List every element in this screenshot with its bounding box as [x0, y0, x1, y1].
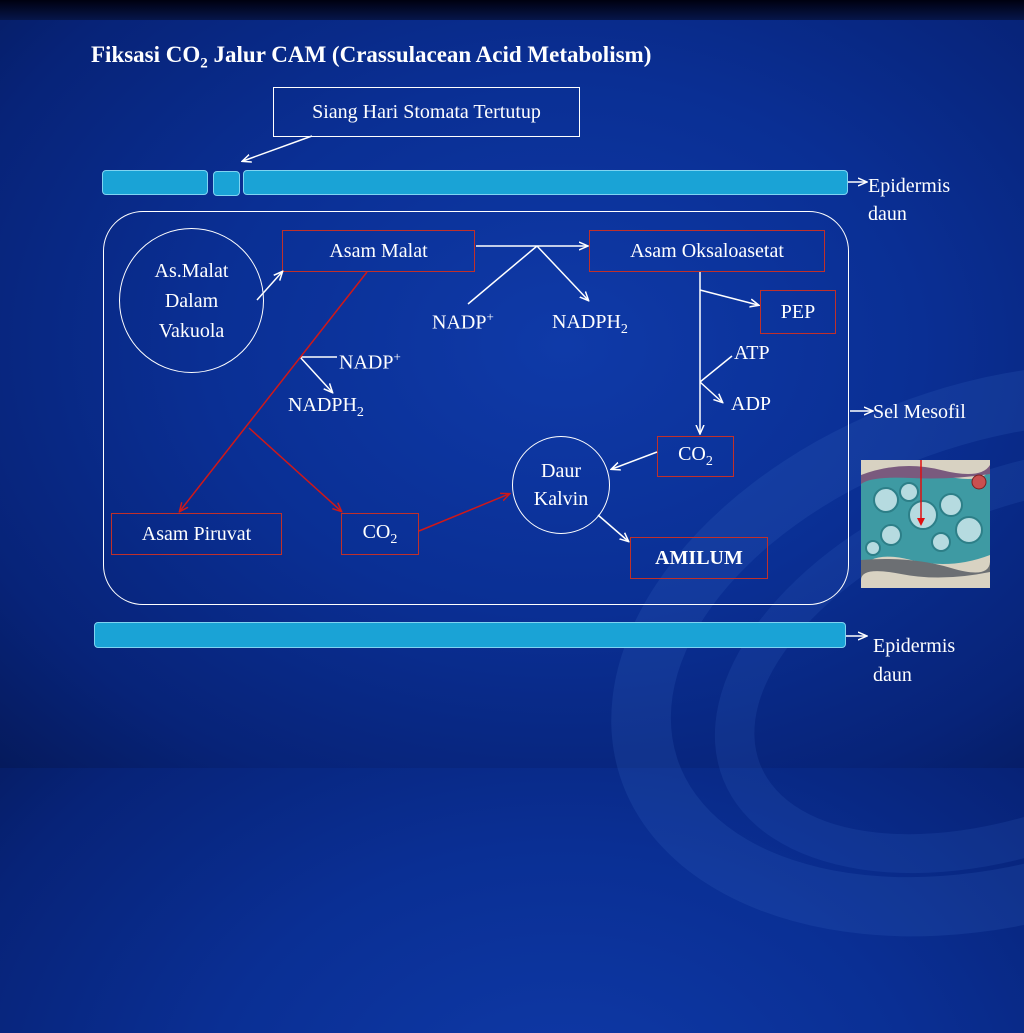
- stomata-label: Siang Hari Stomata Tertutup: [312, 100, 541, 123]
- daur-kalvin-line2: Kalvin: [533, 488, 589, 510]
- malat-to-piruvat-arrow: [180, 271, 368, 511]
- adp-branch-arrow: [699, 381, 722, 402]
- epidermis-bottom-bar: [94, 622, 846, 648]
- vacuole-line1: As.Malat: [154, 259, 229, 282]
- leaf-micrograph-drawing: [861, 460, 990, 588]
- epidermis-top-segment-right: [243, 170, 848, 195]
- co2-to-kalvin-arrow: [612, 451, 658, 469]
- epidermis-bottom-label: Epidermis daun: [873, 635, 956, 686]
- nadp-right-label: NADP+: [432, 309, 494, 334]
- mesophyll-cell-frame: [103, 211, 849, 605]
- asam-malat-label: Asam Malat: [329, 239, 428, 262]
- diagram-arrows: [0, 135, 1024, 768]
- daur-kalvin-line1: Daur: [541, 460, 581, 482]
- amilum-box: AMILUM: [630, 537, 768, 579]
- amilum-label: AMILUM: [655, 546, 743, 569]
- kalvin-to-amilum-arrow: [597, 514, 628, 541]
- pep-box: PEP: [760, 290, 836, 334]
- adp-label: ADP: [731, 393, 772, 415]
- atp-label: ATP: [734, 342, 770, 364]
- stomata-label-box: Siang Hari Stomata Tertutup: [273, 87, 580, 137]
- nadp-branch-line: [467, 245, 538, 305]
- co2-left-label: CO2: [362, 520, 398, 547]
- asam-piruvat-box: Asam Piruvat: [111, 513, 282, 555]
- sel-mesofil-label: Sel Mesofil: [873, 401, 966, 423]
- nadph2-left-arrow: [299, 356, 332, 392]
- nadph2-branch-arrow: [536, 245, 588, 300]
- co2-right-box: CO2: [657, 436, 734, 477]
- epidermis-top-label: Epidermis daun: [868, 175, 951, 225]
- stomata-arrow: [243, 135, 313, 161]
- epidermis-top-segment-left: [102, 170, 208, 195]
- title-suffix: Jalur CAM (Crassulacean Acid Metabolism): [207, 42, 652, 67]
- to-pep-arrow: [699, 289, 758, 305]
- asam-malat-box: Asam Malat: [282, 230, 475, 272]
- vacuole-circle: As.Malat Dalam Vakuola: [119, 228, 264, 373]
- top-bar: [0, 0, 1024, 20]
- nadp-left-label: NADP+: [339, 349, 401, 374]
- branch-to-co2-left-arrow: [248, 427, 341, 511]
- vacuole-line2: Dalam: [164, 289, 219, 312]
- nadph2-right-label: NADPH2: [552, 311, 628, 337]
- co2-left-to-kalvin-arrow: [418, 494, 509, 532]
- vacuole-to-malat-arrow: [256, 272, 282, 301]
- slide-title: Fiksasi CO2 Jalur CAM (Crassulacean Acid…: [91, 42, 651, 73]
- vacuole-line3: Vakuola: [158, 319, 225, 342]
- asam-oksaloasetat-label: Asam Oksaloasetat: [630, 239, 784, 262]
- daur-kalvin-circle: Daur Kalvin: [512, 436, 610, 534]
- co2-left-box: CO2: [341, 513, 419, 555]
- asam-oksaloasetat-box: Asam Oksaloasetat: [589, 230, 825, 272]
- pep-label: PEP: [780, 300, 816, 323]
- title-prefix: Fiksasi CO: [91, 42, 201, 67]
- atp-branch-line: [699, 355, 733, 383]
- co2-right-label: CO2: [678, 443, 713, 469]
- nadph2-left-label: NADPH2: [288, 394, 364, 420]
- leaf-micrograph: [861, 460, 990, 588]
- asam-piruvat-label: Asam Piruvat: [141, 522, 252, 545]
- stomata-cell: [213, 171, 240, 196]
- title-subscript: 2: [200, 55, 208, 72]
